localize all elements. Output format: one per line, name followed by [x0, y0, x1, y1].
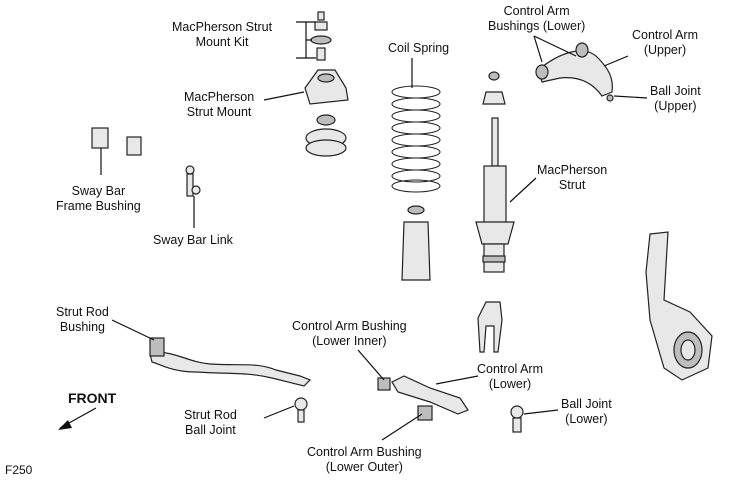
label-strut-mount-kit: MacPherson Strut Mount Kit	[172, 20, 273, 49]
label-strut-rod-ball-joint: Strut Rod Ball Joint	[184, 408, 237, 437]
label-control-arm-bushing-lower-inner: Control Arm Bushing (Lower Inner)	[292, 319, 407, 348]
sway-bar-frame-bushing	[91, 127, 142, 156]
strut-top-parts	[482, 71, 506, 105]
label-control-arm-upper: Control Arm (Upper)	[632, 28, 698, 57]
coil-spring	[391, 85, 441, 193]
sway-bar-link	[185, 165, 201, 197]
steering-knuckle	[645, 231, 713, 381]
label-macpherson-strut: MacPherson Strut	[537, 163, 608, 192]
macpherson-strut	[475, 117, 515, 273]
label-strut-mount: MacPherson Strut Mount	[184, 90, 255, 119]
label-coil-spring: Coil Spring	[388, 41, 450, 55]
label-control-arm-bushings-lower: Control Arm Bushings (Lower)	[488, 4, 586, 33]
upper-control-arm	[535, 42, 614, 102]
label-ball-joint-upper: Ball Joint (Upper)	[650, 84, 701, 113]
front-indicator-label: FRONT	[68, 390, 117, 406]
strut-mount	[304, 69, 349, 105]
strut-fork	[477, 301, 503, 353]
label-ball-joint-lower: Ball Joint (Lower)	[561, 397, 612, 426]
dust-boot	[401, 205, 431, 281]
label-sway-bar-link: Sway Bar Link	[153, 233, 233, 247]
spring-seat	[305, 114, 347, 157]
label-strut-rod-bushing: Strut Rod Bushing	[56, 305, 109, 334]
label-control-arm-lower: Control Arm (Lower)	[477, 362, 543, 391]
strut-rod	[149, 337, 312, 423]
figure-code: F250	[5, 463, 33, 477]
lower-ball-joint	[510, 405, 524, 433]
label-sway-bar-frame-bushing: Sway Bar Frame Bushing	[56, 184, 141, 213]
strut-mount-kit	[310, 11, 332, 61]
leader-lines	[58, 21, 648, 441]
label-control-arm-bushing-lower-outer: Control Arm Bushing (Lower Outer)	[307, 445, 422, 474]
lower-control-arm	[377, 375, 469, 421]
sway-bar	[9, 87, 152, 143]
